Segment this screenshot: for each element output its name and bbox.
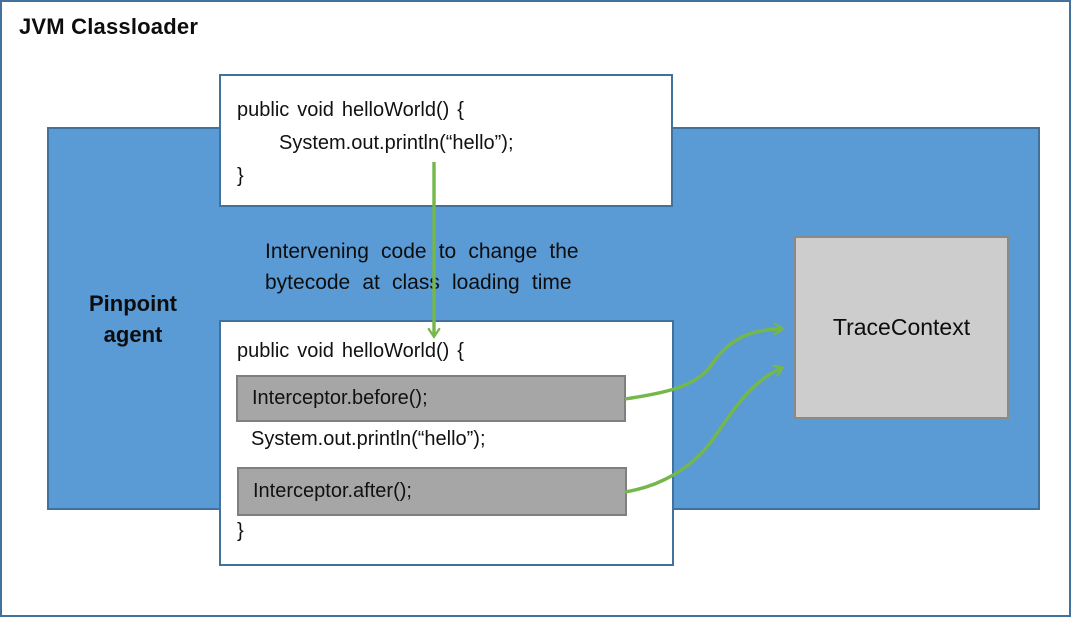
bytecode-annotation-line2: bytecode at class loading time bbox=[265, 271, 572, 294]
bytecode-annotation-line1: Intervening code to change the bbox=[265, 240, 579, 263]
interceptor-after-box: Interceptor.after(); bbox=[237, 467, 627, 516]
jvm-classloader-title: JVM Classloader bbox=[19, 14, 199, 39]
pinpoint-agent-label-line2: agent bbox=[103, 322, 163, 347]
pinpoint-agent-label: Pinpoint agent bbox=[47, 288, 219, 350]
original-code-line1: public void helloWorld() { bbox=[237, 99, 464, 121]
interceptor-before-box: Interceptor.before(); bbox=[236, 375, 626, 422]
trace-context-box: TraceContext bbox=[794, 236, 1009, 419]
instrumented-code-box: public void helloWorld() { Interceptor.b… bbox=[219, 320, 674, 566]
original-code-line3: } bbox=[237, 165, 244, 187]
instrumented-code-line1: public void helloWorld() { bbox=[237, 340, 464, 362]
trace-context-label: TraceContext bbox=[832, 314, 971, 340]
interceptor-after-label: Interceptor.after(); bbox=[253, 480, 412, 502]
original-code-box: public void helloWorld() { System.out.pr… bbox=[219, 74, 673, 207]
instrumented-code-line3: } bbox=[237, 520, 244, 542]
instrumented-code-line2: System.out.println(“hello”); bbox=[251, 428, 486, 450]
interceptor-before-label: Interceptor.before(); bbox=[252, 387, 428, 409]
pinpoint-agent-label-line1: Pinpoint bbox=[89, 291, 177, 316]
bytecode-annotation: Intervening code to change the bytecode … bbox=[265, 236, 579, 298]
original-code-line2: System.out.println(“hello”); bbox=[279, 132, 514, 154]
